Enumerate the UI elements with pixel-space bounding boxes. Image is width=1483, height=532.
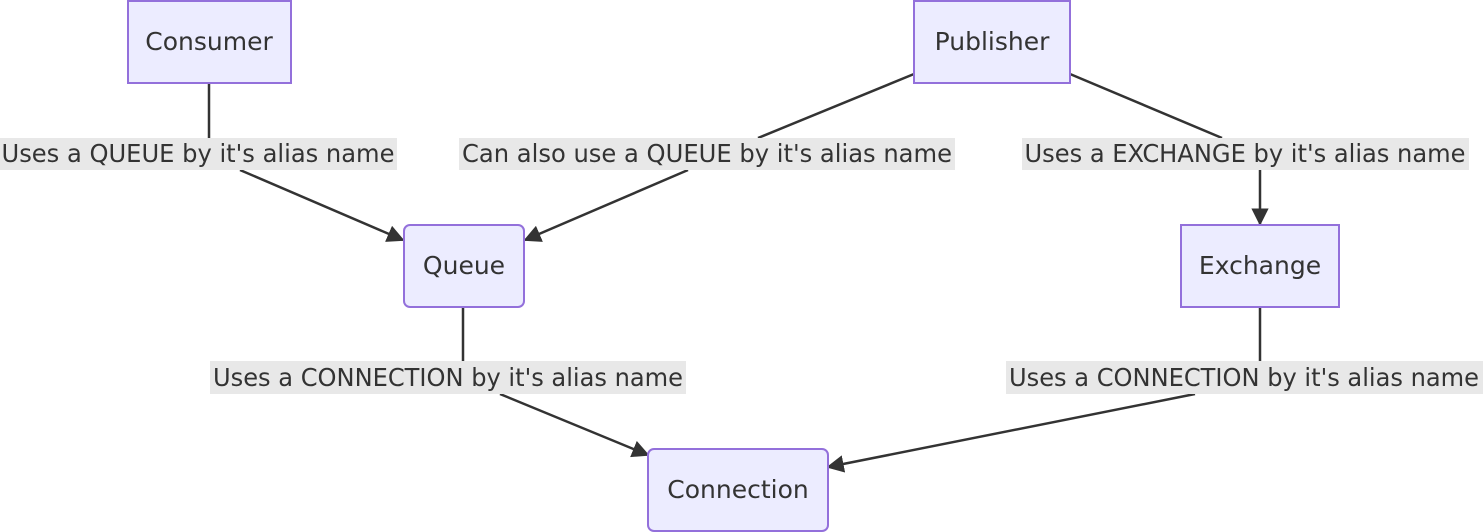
edge-label-queue-connection: Uses a CONNECTION by it's alias name [210,361,686,394]
edge-line [207,83,403,240]
node-label: Connection [667,475,808,504]
edge-publisher-to-exchange [1069,72,1260,224]
edge-exchange-to-connection [828,307,1262,467]
edge-line [1069,72,1260,224]
edge-label-text: Uses a EXCHANGE by it's alias name [1025,139,1466,168]
edge-label-exchange-connection: Uses a CONNECTION by it's alias name [1006,361,1483,394]
edge-queue-to-connection [461,307,648,455]
node-label: Exchange [1199,251,1321,280]
edge-line [525,72,915,240]
edge-label-text: Can also use a QUEUE by it's alias name [462,139,952,168]
edge-line [461,307,648,455]
edge-label-publisher-exchange: Uses a EXCHANGE by it's alias name [1022,138,1469,170]
edge-label-text: Uses a QUEUE by it's alias name [2,139,395,168]
node-label: Queue [423,251,505,280]
edge-consumer-to-queue [207,83,403,240]
node-consumer: Consumer [127,0,292,84]
edge-line [828,307,1262,467]
edge-label-text: Uses a CONNECTION by it's alias name [213,363,683,392]
node-exchange: Exchange [1180,224,1340,308]
node-label: Consumer [145,27,273,56]
edge-label-publisher-queue: Can also use a QUEUE by it's alias name [459,138,955,170]
node-connection: Connection [647,448,829,532]
edge-label-text: Uses a CONNECTION by it's alias name [1009,363,1479,392]
edge-publisher-to-queue [525,72,915,240]
node-label: Publisher [935,27,1050,56]
node-queue: Queue [403,224,525,308]
edge-label-consumer-queue: Uses a QUEUE by it's alias name [0,138,397,170]
node-publisher: Publisher [913,0,1071,84]
